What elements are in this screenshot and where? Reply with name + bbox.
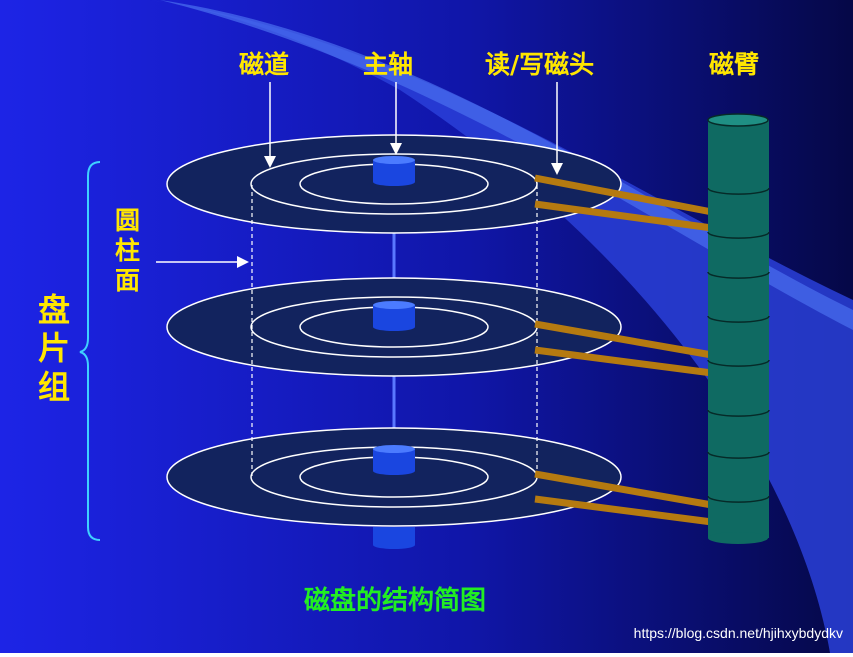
diagram-caption: 磁盘的结构简图 bbox=[303, 586, 486, 616]
platter-group-bracket bbox=[79, 161, 101, 541]
cylinder-label-char: 柱 bbox=[115, 236, 141, 265]
platter-group-label: 盘 片 组 bbox=[38, 291, 70, 406]
watermark: https://blog.csdn.net/hjihxybdydkv bbox=[633, 625, 843, 641]
read-write-head-label: 读/写磁头 bbox=[485, 50, 595, 79]
spindle-hub-middle bbox=[373, 301, 415, 331]
spindle-hub-top bbox=[373, 156, 415, 186]
spindle-hub-bottom bbox=[373, 445, 415, 475]
cylinder-label-char: 圆 bbox=[115, 206, 141, 235]
spindle-bottom-stub bbox=[373, 527, 415, 549]
platter-group-label-char: 组 bbox=[38, 367, 71, 406]
platter-group-label-char: 盘 bbox=[38, 291, 71, 329]
track-label: 磁道 bbox=[239, 50, 290, 79]
platter-group-label-char: 片 bbox=[38, 329, 71, 368]
cylinder-label-char: 面 bbox=[115, 266, 141, 295]
spindle-label: 主轴 bbox=[363, 50, 414, 79]
arm-label: 磁臂 bbox=[709, 50, 760, 79]
cylinder-label: 圆 柱 面 bbox=[115, 206, 140, 296]
platter-bottom bbox=[166, 427, 622, 527]
arm-column bbox=[707, 113, 770, 544]
head-rods bbox=[534, 174, 713, 526]
